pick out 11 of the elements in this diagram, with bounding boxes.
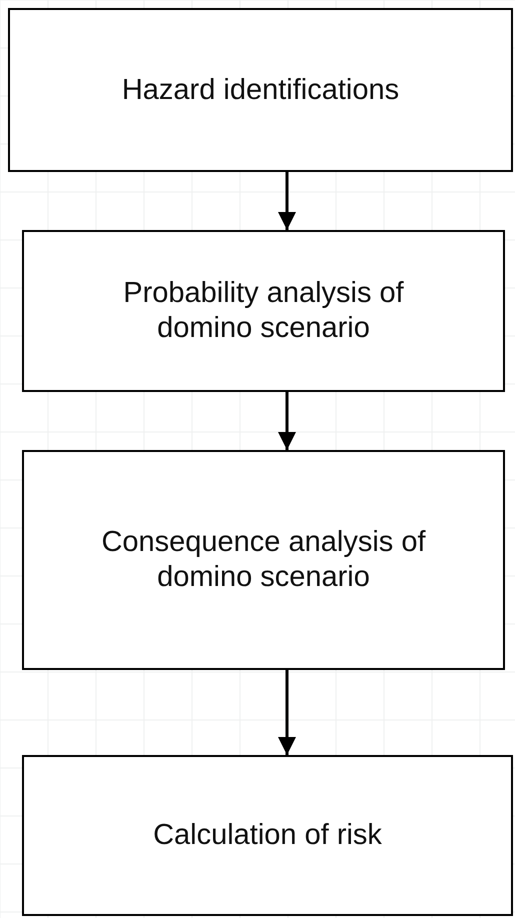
step-label: Consequence analysis of domino scenario xyxy=(100,525,427,595)
process-box xyxy=(22,450,505,670)
step-label: Probability analysis of domino scenario xyxy=(122,276,405,346)
arrow xyxy=(278,172,296,230)
process-box xyxy=(8,8,513,172)
process-box xyxy=(22,755,513,916)
step-label: Calculation of risk xyxy=(152,818,383,853)
arrow xyxy=(278,392,296,450)
step-label: Hazard identifications xyxy=(120,72,400,108)
arrow xyxy=(278,670,296,755)
process-box xyxy=(22,230,505,392)
